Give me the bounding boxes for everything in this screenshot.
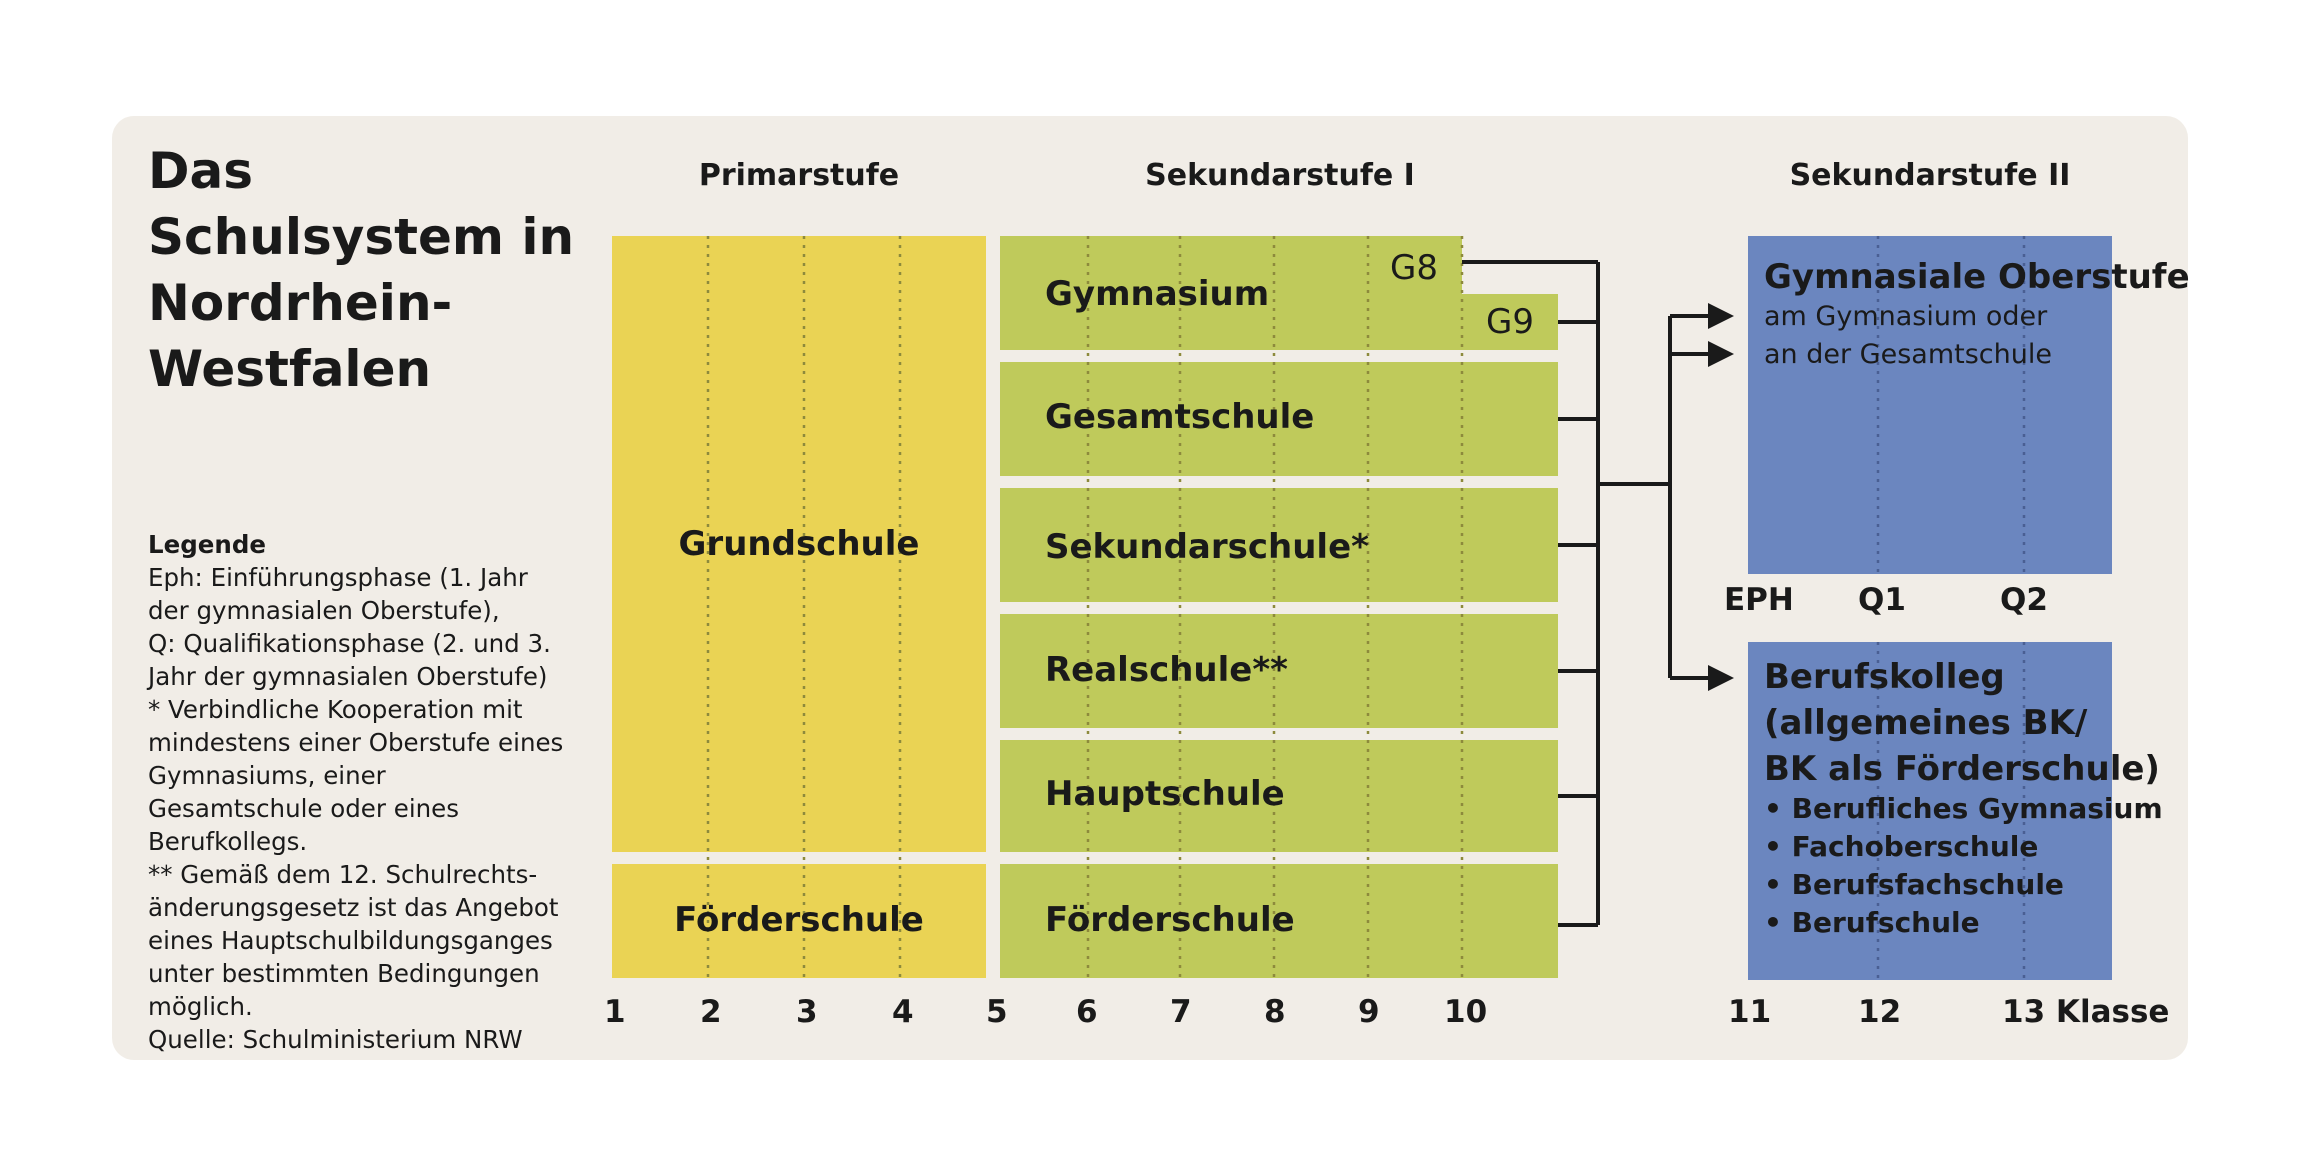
grade-label: 5 — [986, 994, 1008, 1030]
berufskolleg-list: Berufliches Gymnasium Fachoberschule Ber… — [1764, 790, 2163, 942]
legend-line: Quelle: Schulministerium NRW — [148, 1025, 523, 1054]
grade-label: 13 Klasse — [2002, 994, 2170, 1030]
grade-label: 7 — [1170, 994, 1192, 1030]
oberstufe-title: Gymnasiale Oberstufe — [1764, 257, 2190, 297]
stage-primarstufe: Primarstufe — [698, 158, 900, 193]
legend-line: ** Gemäß dem 12. Schulrechts-änderungsge… — [148, 860, 559, 1021]
grundschule-block — [612, 236, 986, 852]
legend-line: Eph: Einführungsphase (1. Jahr der gymna… — [148, 563, 528, 625]
stage-sekundarstufe-2: Sekundarstufe II — [1789, 158, 2071, 193]
berufskolleg-title-line: (allgemeines BK/ — [1764, 703, 2088, 743]
berufskolleg-title-line: BK als Förderschule) — [1764, 749, 2160, 789]
phase-q1: Q1 — [1858, 582, 1906, 618]
grade-label: 6 — [1076, 994, 1098, 1030]
grade-label: 12 — [1858, 994, 1902, 1030]
hauptschule-block — [1000, 740, 1558, 852]
gymnasium-label: Gymnasium — [1045, 274, 1270, 314]
list-item: Berufliches Gymnasium — [1764, 790, 2163, 828]
berufskolleg-title-line: Berufskolleg — [1764, 657, 2005, 697]
sekundarschule-block — [1000, 488, 1558, 602]
diagram-title: Das Schulsystem in Nordrhein-Westfalen — [148, 142, 575, 398]
realschule-block — [1000, 614, 1558, 728]
g8-label: G8 — [1390, 248, 1438, 288]
connector-lines — [1462, 260, 1712, 927]
oberstufe-sub-1: am Gymnasium oder — [1764, 301, 2048, 332]
grade-label: 4 — [892, 994, 914, 1030]
gesamtschule-label: Gesamtschule — [1045, 397, 1315, 437]
foerderschule-primary-block — [612, 864, 986, 978]
foerderschule-secondary-label: Förderschule — [1045, 900, 1295, 940]
legend: Legende Eph: Einführungsphase (1. Jahr d… — [148, 528, 568, 1056]
list-item: Fachoberschule — [1764, 828, 2163, 866]
sekundarschule-label: Sekundarschule* — [1045, 527, 1369, 567]
phase-eph: EPH — [1724, 582, 1794, 618]
hauptschule-label: Hauptschule — [1045, 774, 1285, 814]
grade-label: 9 — [1358, 994, 1380, 1030]
grade-label: 3 — [796, 994, 818, 1030]
grade-label: 8 — [1264, 994, 1286, 1030]
foerderschule-primary-label: Förderschule — [674, 900, 924, 940]
legend-line: * Verbindliche Kooperation mit mindesten… — [148, 695, 564, 856]
grundschule-label: Grundschule — [678, 524, 920, 564]
legend-line: Q: Qualifikationsphase (2. und 3. Jahr d… — [148, 629, 551, 691]
realschule-label: Realschule** — [1045, 650, 1288, 690]
phase-q2: Q2 — [2000, 582, 2048, 618]
gymnasiale-oberstufe-block — [1748, 236, 2112, 574]
g9-label: G9 — [1486, 302, 1534, 342]
arrow-heads — [1708, 303, 1734, 691]
stage-sekundarstufe-1: Sekundarstufe I — [1145, 158, 1415, 193]
grade-label: 11 — [1728, 994, 1772, 1030]
list-item: Berufschule — [1764, 904, 2163, 942]
legend-heading: Legende — [148, 530, 266, 559]
list-item: Berufsfachschule — [1764, 866, 2163, 904]
foerderschule-secondary-block — [1000, 864, 1558, 978]
grade-label: 1 — [604, 994, 626, 1030]
year-divider-lines — [706, 236, 1464, 978]
gymnasium-g9-block — [1000, 294, 1558, 350]
grade-label: 10 — [1444, 994, 1488, 1030]
oberstufe-sub-2: an der Gesamtschule — [1764, 339, 2052, 370]
gesamtschule-block — [1000, 362, 1558, 476]
grade-label: 2 — [700, 994, 722, 1030]
